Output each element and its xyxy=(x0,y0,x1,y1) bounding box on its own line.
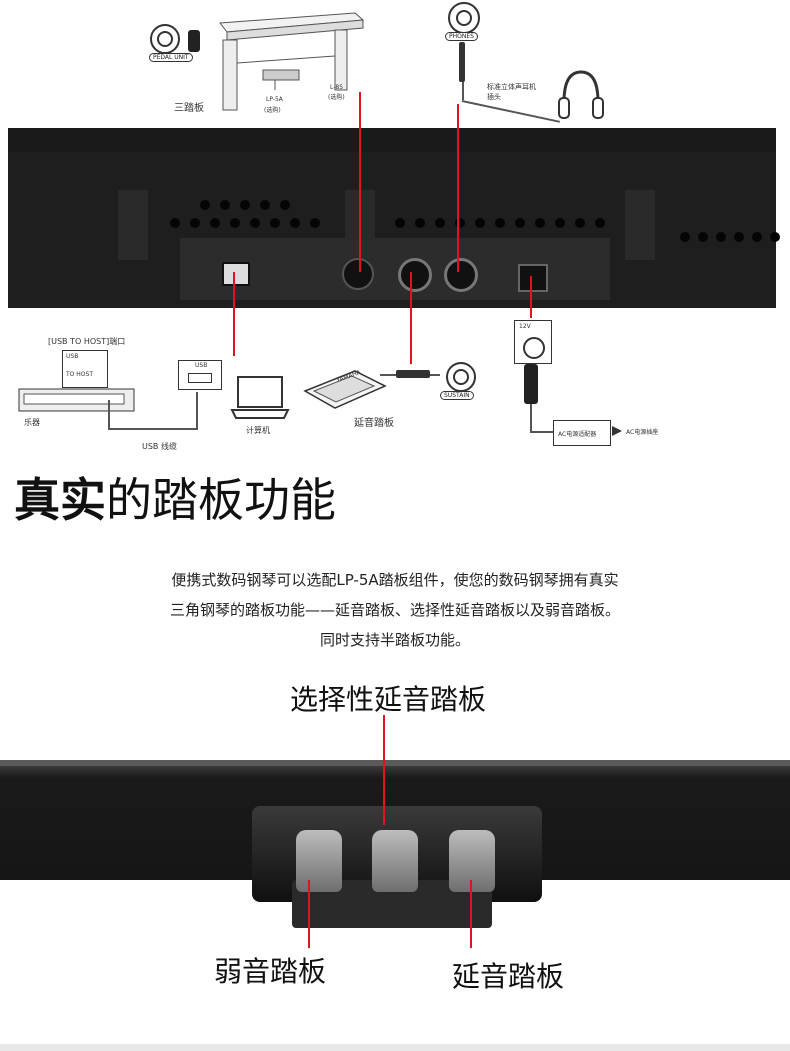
rear-panel-top-strip xyxy=(8,128,776,152)
section-title-bold: 真实 xyxy=(14,473,106,527)
sustain-port xyxy=(398,258,432,292)
computer-usb-box: USB xyxy=(178,360,222,390)
sustain-pedal-label-bottom: 延音踏板 xyxy=(452,960,565,993)
sustain-tag: SUSTAIN xyxy=(440,391,474,400)
lp5a-label: LP-5A xyxy=(266,96,283,103)
headphone-plug-label-2: 插头 xyxy=(487,93,501,101)
section-title: 真实的踏板功能 xyxy=(14,470,336,530)
lp5a-optional-label: (选购) xyxy=(264,107,281,114)
sustain-plug-icon xyxy=(396,370,430,378)
usb-to-host-label: [USB TO HOST]端口 xyxy=(48,337,126,346)
phones-tag: PHONES xyxy=(445,32,478,41)
ac-outlet-label: AC电源插座 xyxy=(626,429,659,436)
usb-to-host-box: USB TO HOST xyxy=(62,350,108,388)
sostenuto-pedal xyxy=(372,830,418,892)
usb-port xyxy=(222,262,250,286)
dc-in-port xyxy=(518,264,548,292)
vent-holes-right xyxy=(680,232,780,246)
pedal-unit-tag: PEDAL UNIT xyxy=(149,53,193,62)
sustain-pedal-label: 延音踏板 xyxy=(354,418,394,429)
instrument-label: 乐器 xyxy=(24,418,40,427)
l85-optional-label: (选购) xyxy=(328,94,345,101)
sustain-pedal xyxy=(449,830,495,892)
headphone-plug-label: 标准立体声耳机 xyxy=(487,83,536,91)
triple-pedal-label: 三踏板 xyxy=(174,103,204,114)
piano-stand-icon xyxy=(219,12,365,111)
l85-label: L-85 xyxy=(330,84,344,91)
sustain-pedal-icon xyxy=(303,370,387,409)
usb-cable-label: USB 线缆 xyxy=(142,442,177,451)
dc-in-box: 12V xyxy=(514,320,552,364)
pedal-plug-icon xyxy=(188,30,200,52)
phones-jack-icon xyxy=(448,2,480,34)
ac-adapter-box: AC电源适配器 xyxy=(553,420,611,446)
pedal-unit-port xyxy=(342,258,374,290)
sostenuto-label: 选择性延音踏板 xyxy=(290,683,487,716)
connection-diagram: PEDAL UNIT 三踏板 LP-5A (选购) L-85 (选购) PHON… xyxy=(0,0,790,460)
sustain-jack-icon xyxy=(446,362,476,392)
laptop-icon xyxy=(230,376,290,419)
phone-plug-icon xyxy=(459,42,465,82)
pedal-photo xyxy=(0,760,790,950)
section-desc-line-2: 三角钢琴的踏板功能——延音踏板、选择性延音踏板以及弱音踏板。 xyxy=(169,601,620,619)
arrow-icon xyxy=(612,426,622,436)
vent-holes xyxy=(160,198,630,238)
phones-port xyxy=(444,258,478,292)
soft-pedal-label: 弱音踏板 xyxy=(214,955,327,988)
dc-plug-icon xyxy=(524,364,538,404)
soft-pedal xyxy=(296,830,342,892)
computer-label: 计算机 xyxy=(246,426,270,435)
keyboard-icon xyxy=(18,388,135,412)
section-title-rest: 的踏板功能 xyxy=(106,473,336,527)
bottom-divider xyxy=(0,1044,790,1051)
section-desc-line-1: 便携式数码钢琴可以选配LP-5A踏板组件，使您的数码钢琴拥有真实 xyxy=(171,571,619,589)
pedal-unit-jack-icon xyxy=(150,24,180,54)
section-desc-line-3: 同时支持半踏板功能。 xyxy=(319,631,470,649)
headphones-icon xyxy=(558,70,604,119)
